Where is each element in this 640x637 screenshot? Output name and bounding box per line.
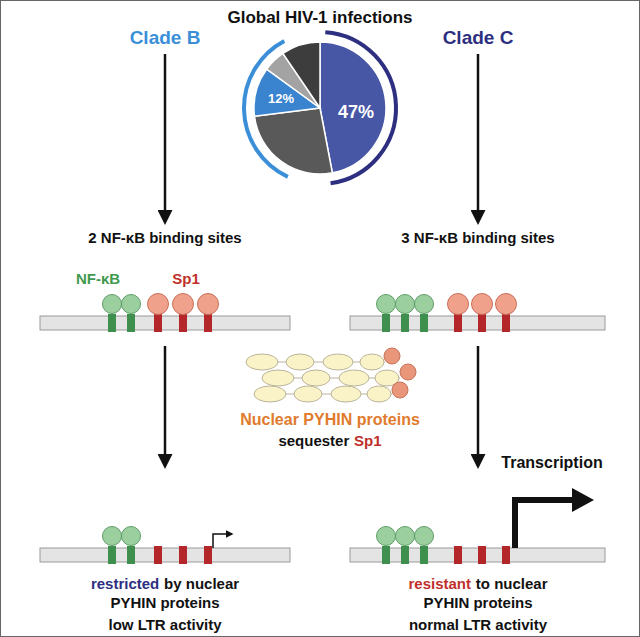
nfkb-protein xyxy=(103,295,122,314)
text-row: normal LTR activity xyxy=(409,616,547,633)
factor-label: Sp1 xyxy=(172,270,200,287)
nfkb-site xyxy=(382,314,390,332)
outcome-text: PYHIN proteins xyxy=(423,594,532,611)
sp1-site xyxy=(179,546,187,564)
nfkb-site xyxy=(108,546,116,564)
sp1-protein xyxy=(448,294,469,315)
nfkb-site xyxy=(420,314,428,332)
ltr-bar xyxy=(40,316,290,330)
nfkb-site xyxy=(127,314,135,332)
text-row: Global HIV-1 infections xyxy=(227,8,412,28)
sp1-protein xyxy=(198,294,219,315)
site-count-label: 2 NF-κB binding sites xyxy=(88,229,241,246)
protein-note: sequester xyxy=(278,432,349,449)
nfkb-site xyxy=(420,546,428,564)
text-row: restricted by nuclear xyxy=(91,575,239,592)
text-row: 47% xyxy=(338,102,374,123)
outcome-word: restricted xyxy=(91,575,159,592)
sp1-site xyxy=(454,546,462,564)
nfkb-protein xyxy=(396,527,415,546)
text-row: Sp1 xyxy=(172,270,200,287)
text-row: low LTR activity xyxy=(108,616,221,633)
percent-label: 47% xyxy=(338,102,374,123)
clade-arc xyxy=(325,32,396,183)
text-row: resistant to nuclear xyxy=(408,575,547,592)
sp1-site xyxy=(478,546,486,564)
flow-arrows xyxy=(165,54,478,466)
pie-chart xyxy=(244,32,396,183)
weak-transcription-arrow xyxy=(213,534,232,548)
sp1-site xyxy=(204,546,212,564)
outcome-word: resistant xyxy=(408,575,471,592)
clade-label: Clade B xyxy=(130,27,201,49)
activity-label: normal LTR activity xyxy=(409,616,547,633)
site-count-label: 3 NF-κB binding sites xyxy=(401,229,554,246)
sp1-protein xyxy=(496,294,517,315)
clade-arc xyxy=(244,41,288,177)
sp1-protein xyxy=(472,294,493,315)
nfkb-site xyxy=(401,546,409,564)
outcome-text: PYHIN proteins xyxy=(110,594,219,611)
nfkb-site xyxy=(382,546,390,564)
pie-slice xyxy=(320,42,386,173)
factor-label: NF-κB xyxy=(76,270,120,287)
nfkb-protein xyxy=(103,527,122,546)
transcription-label: Transcription xyxy=(501,454,602,472)
text-row: sequester Sp1 xyxy=(278,432,381,449)
nfkb-protein xyxy=(396,295,415,314)
outcome-text: to nuclear xyxy=(476,575,548,592)
nfkb-protein xyxy=(122,527,141,546)
nfkb-protein xyxy=(415,295,434,314)
percent-label: 12% xyxy=(268,92,294,107)
ltr-bar xyxy=(40,548,290,562)
sp1-site xyxy=(204,314,212,332)
strong-transcription-arrow xyxy=(515,500,574,548)
nfkb-protein xyxy=(377,527,396,546)
arrow-head xyxy=(572,488,594,512)
sp1-site xyxy=(154,314,162,332)
sp1-site xyxy=(478,314,486,332)
text-row: NF-κB xyxy=(76,270,120,287)
nfkb-protein xyxy=(377,295,396,314)
outcome-text: by nuclear xyxy=(164,575,239,592)
nfkb-protein xyxy=(122,295,141,314)
clade-label: Clade C xyxy=(443,27,514,49)
text-row: Nuclear PYHIN proteins xyxy=(240,411,420,429)
text-row: 2 NF-κB binding sites xyxy=(88,229,241,246)
sp1-site xyxy=(179,314,187,332)
nfkb-site xyxy=(108,314,116,332)
nfkb-site xyxy=(401,314,409,332)
sp1-protein xyxy=(173,294,194,315)
protein-label: Nuclear PYHIN proteins xyxy=(240,411,420,429)
text-row: 12% xyxy=(268,92,294,107)
pyhin-proteins xyxy=(246,348,416,402)
sp1-site xyxy=(502,546,510,564)
text-row: 3 NF-κB binding sites xyxy=(401,229,554,246)
text-row: PYHIN proteins xyxy=(423,594,532,611)
activity-label: low LTR activity xyxy=(108,616,221,633)
title: Global HIV-1 infections xyxy=(227,8,412,28)
text-row: Transcription xyxy=(501,454,602,472)
sp1-site xyxy=(454,314,462,332)
sp1-site xyxy=(502,314,510,332)
nfkb-protein xyxy=(415,527,434,546)
text-row: Clade B xyxy=(130,27,201,49)
sp1-site xyxy=(154,546,162,564)
text-row: Clade C xyxy=(443,27,514,49)
text-row: PYHIN proteins xyxy=(110,594,219,611)
ltr-promoters xyxy=(40,294,605,565)
sp1-protein xyxy=(148,294,169,315)
nfkb-site xyxy=(127,546,135,564)
factor-label: Sp1 xyxy=(354,432,382,449)
